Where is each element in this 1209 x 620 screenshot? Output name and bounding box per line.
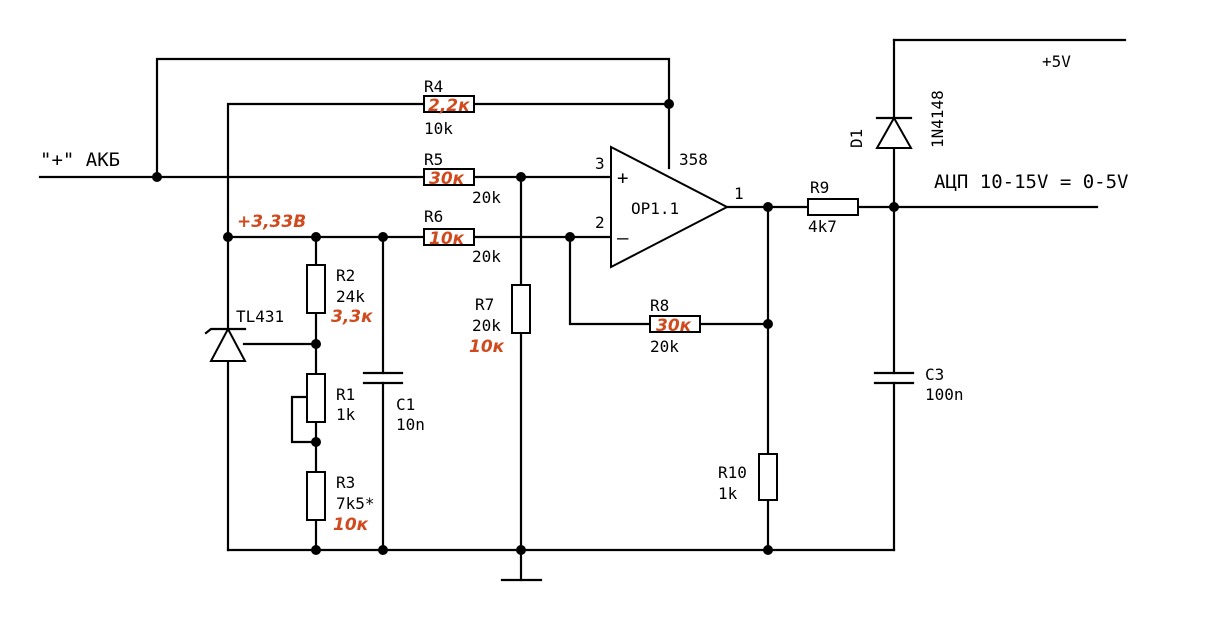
r7-ref: R7 xyxy=(475,295,494,314)
supply-label: +5V xyxy=(1042,52,1071,71)
r9-value: 4k7 xyxy=(808,217,837,236)
r6-ref: R6 xyxy=(424,207,443,226)
tl431-regulator xyxy=(204,326,247,362)
resistor-r5 xyxy=(423,168,475,186)
r3-new-value: 10к xyxy=(333,515,369,535)
wires xyxy=(38,38,1127,582)
r3-ref: R3 xyxy=(336,473,355,492)
capacitor-c3 xyxy=(873,371,915,385)
d1-value: 1N4148 xyxy=(928,90,947,148)
r2-new-value: 3,3к xyxy=(331,307,373,327)
vref-label: +3,33В xyxy=(237,212,306,232)
c1-ref: C1 xyxy=(396,395,415,414)
r4-new-value: 2,2к xyxy=(428,96,470,116)
r8-value: 20k xyxy=(650,337,679,356)
r3-value: 7k5* xyxy=(336,494,375,513)
r10-ref: R10 xyxy=(718,463,747,482)
potentiometer-r1 xyxy=(306,373,326,423)
opamp-part: 358 xyxy=(679,150,708,169)
r4-value: 10k xyxy=(424,119,453,138)
r6-new-value: 10к xyxy=(429,229,465,249)
c3-ref: C3 xyxy=(925,365,944,384)
r8-ref: R8 xyxy=(650,296,669,315)
resistor-r3 xyxy=(306,471,326,521)
resistor-r7 xyxy=(511,284,531,334)
r9-ref: R9 xyxy=(810,178,829,197)
r8-new-value: 30к xyxy=(656,316,692,336)
resistor-r4 xyxy=(423,95,475,113)
junction-dots xyxy=(152,99,899,555)
tl431-ref: TL431 xyxy=(236,307,284,326)
r5-ref: R5 xyxy=(424,150,443,169)
r7-new-value: 10к xyxy=(469,337,505,357)
resistor-r2 xyxy=(306,264,326,314)
output-label: АЦП 10-15V = 0-5V xyxy=(934,171,1128,193)
r2-ref: R2 xyxy=(336,266,355,285)
r7-value: 20k xyxy=(472,316,501,335)
resistor-r8 xyxy=(649,315,701,333)
c1-value: 10n xyxy=(396,415,425,434)
r5-value: 20k xyxy=(472,188,501,207)
opamp-pin-out: 1 xyxy=(734,184,744,203)
opamp-ref: OP1.1 xyxy=(631,199,679,218)
r1-value: 1k xyxy=(336,405,356,424)
opamp-plus-sign: + xyxy=(617,167,628,189)
c3-value: 100n xyxy=(925,385,964,404)
d1-ref: D1 xyxy=(847,129,866,148)
r10-value: 1k xyxy=(718,484,738,503)
opamp-pin-minus: 2 xyxy=(595,213,605,232)
resistor-r6 xyxy=(423,228,475,246)
resistor-r10 xyxy=(758,453,778,501)
r2-value: 24k xyxy=(336,287,365,306)
r6-value: 20k xyxy=(472,247,501,266)
opamp-pin-plus: 3 xyxy=(595,154,605,173)
capacitor-c1 xyxy=(362,371,404,385)
r1-ref: R1 xyxy=(336,385,355,404)
r4-ref: R4 xyxy=(424,77,443,96)
diode-d1 xyxy=(875,115,913,149)
r5-new-value: 30к xyxy=(429,169,465,189)
opamp-minus-sign: – xyxy=(617,227,629,249)
resistor-r9 xyxy=(807,198,859,216)
input-label: "+" АКБ xyxy=(40,149,120,171)
opamp-triangle xyxy=(610,145,730,269)
